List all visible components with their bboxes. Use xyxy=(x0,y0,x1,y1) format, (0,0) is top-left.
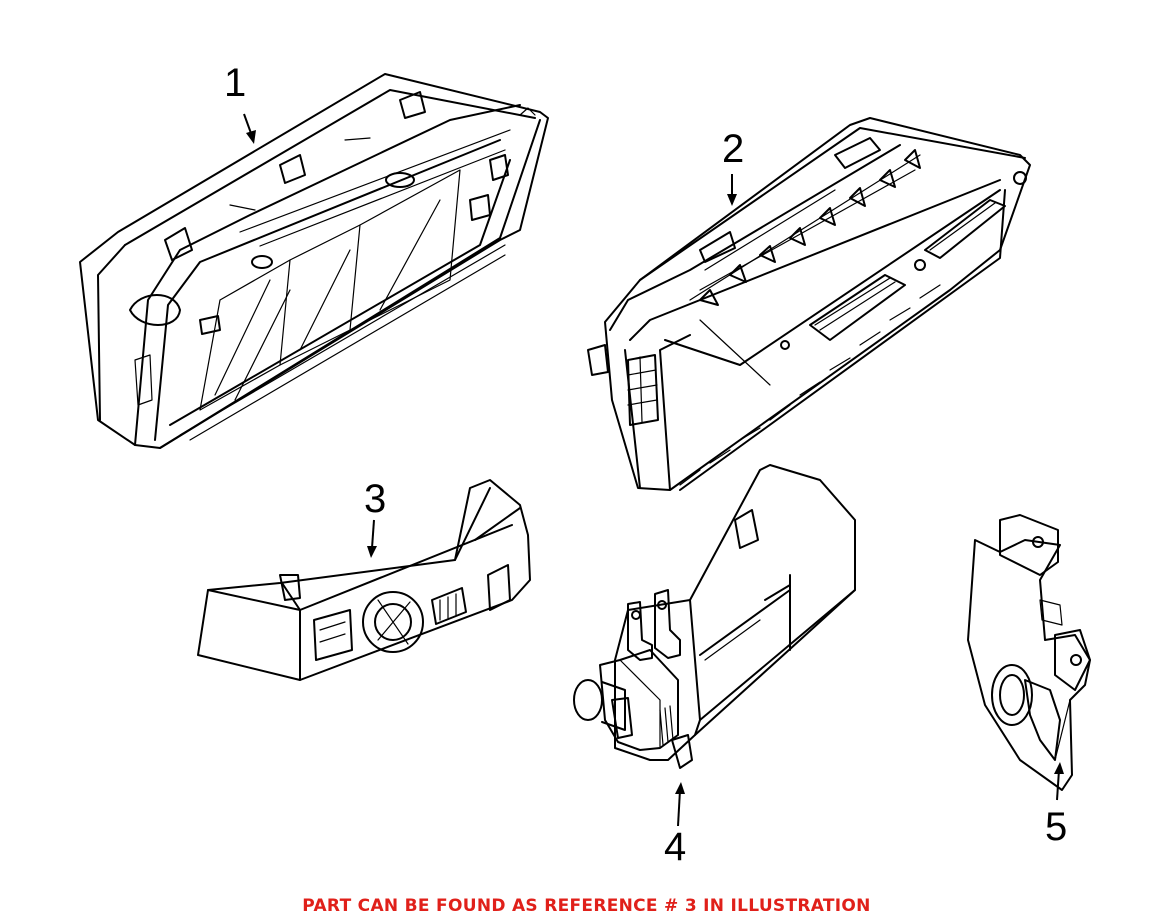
arrowhead-5 xyxy=(1054,762,1064,774)
callout-label-3: 3 xyxy=(364,477,386,521)
part-2-instrument-cluster xyxy=(587,117,1031,491)
arrowhead-4 xyxy=(675,782,685,794)
reference-note: PART CAN BE FOUND AS REFERENCE # 3 IN IL… xyxy=(302,896,871,916)
callout-label-2: 2 xyxy=(722,127,744,171)
arrowhead-1 xyxy=(246,130,256,144)
arrowhead-3 xyxy=(367,546,377,558)
callout-label-1: 1 xyxy=(224,61,246,105)
part-4-light-switch xyxy=(573,464,856,769)
callout-label-4: 4 xyxy=(664,825,686,869)
part-1-instrument-cluster xyxy=(79,73,549,449)
part-5-bracket xyxy=(967,514,1091,791)
callout-arrows xyxy=(243,113,1064,827)
arrow-3 xyxy=(371,519,375,549)
part-3-switch-panel xyxy=(197,479,531,681)
callout-label-5: 5 xyxy=(1045,805,1067,849)
arrowhead-2 xyxy=(727,194,737,206)
arrow-4 xyxy=(677,789,681,827)
arrow-5 xyxy=(1056,769,1060,801)
